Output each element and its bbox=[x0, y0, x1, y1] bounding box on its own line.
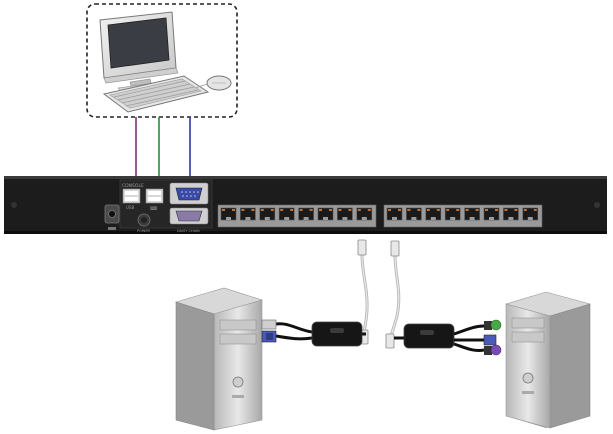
rj45-plug-icon bbox=[390, 240, 400, 257]
rj45-port[interactable] bbox=[464, 207, 480, 221]
mouse-icon bbox=[195, 75, 232, 91]
ps2-green-plug-icon bbox=[484, 319, 502, 331]
chassis-bottom-edge bbox=[4, 231, 607, 234]
kvm-adapter-right bbox=[394, 323, 455, 349]
port-number-label: 3 bbox=[490, 222, 493, 227]
rj45-port[interactable] bbox=[220, 207, 237, 221]
power-button[interactable] bbox=[137, 213, 151, 227]
console-panel-label: CONSOLE bbox=[122, 183, 144, 189]
port-strip-right bbox=[383, 204, 543, 228]
rj45-port[interactable] bbox=[386, 207, 403, 221]
ps2-plug-icon bbox=[261, 319, 277, 330]
vga-port[interactable] bbox=[169, 182, 209, 205]
kvm-adapter-left bbox=[311, 321, 366, 347]
adapter-cables-left bbox=[261, 319, 313, 343]
rack-screw-icon bbox=[11, 202, 17, 208]
daisy-chain-port[interactable] bbox=[169, 207, 209, 225]
port-number-label: 10 bbox=[342, 222, 348, 227]
port-number-label: 7 bbox=[413, 222, 416, 227]
computer-right bbox=[394, 291, 592, 429]
console-dashed-frame bbox=[86, 3, 238, 118]
rack-screw-icon bbox=[594, 202, 600, 208]
port-number-label: 8 bbox=[393, 222, 396, 227]
tower-pc-icon bbox=[504, 291, 592, 429]
rj45-port[interactable] bbox=[259, 207, 276, 221]
rj45-plug-icon bbox=[357, 239, 367, 256]
rj45-port[interactable] bbox=[444, 207, 461, 221]
power-button-label: POWER bbox=[137, 229, 151, 233]
usb-port-label: USB bbox=[126, 205, 134, 210]
rj45-port[interactable] bbox=[356, 207, 373, 221]
rj45-port[interactable] bbox=[317, 207, 334, 221]
port-number-label: 5 bbox=[451, 222, 454, 227]
keyboard-icon bbox=[102, 75, 210, 113]
port-number-label: 12 bbox=[304, 222, 310, 227]
rj45-plug-icon bbox=[385, 333, 395, 349]
keyboard-port-label: ⌨ bbox=[150, 206, 157, 212]
cat5-cable-right bbox=[385, 240, 401, 349]
usb-port[interactable] bbox=[122, 188, 141, 204]
port-number-label: 1 bbox=[529, 222, 532, 227]
console-station bbox=[86, 3, 238, 118]
vga-plug-icon bbox=[483, 334, 497, 346]
rj45-port[interactable] bbox=[240, 207, 256, 221]
rj45-port[interactable] bbox=[298, 207, 314, 221]
port-number-label: 11 bbox=[323, 222, 329, 227]
computer-left bbox=[174, 287, 366, 431]
adapter-cables-right bbox=[453, 319, 502, 356]
power-jack-icon bbox=[104, 204, 120, 230]
port-number-label: 13 bbox=[284, 222, 290, 227]
port-number-label: 16 bbox=[226, 222, 232, 227]
rj45-port[interactable] bbox=[337, 207, 353, 221]
port-strip-left bbox=[217, 204, 377, 228]
rj45-port[interactable] bbox=[522, 207, 539, 221]
rj45-port[interactable] bbox=[425, 207, 442, 221]
rj45-port[interactable] bbox=[406, 207, 422, 221]
chassis-top-edge bbox=[4, 176, 607, 179]
port-number-label: 9 bbox=[363, 222, 366, 227]
port-number-label: 15 bbox=[245, 222, 251, 227]
port-number-label: 4 bbox=[471, 222, 474, 227]
rj45-port[interactable] bbox=[503, 207, 519, 221]
usb-port[interactable] bbox=[145, 188, 164, 204]
rj45-port[interactable] bbox=[278, 207, 295, 221]
port-number-label: 6 bbox=[432, 222, 435, 227]
console-cables bbox=[135, 117, 191, 182]
daisy-chain-label: DAISY CHAIN bbox=[177, 229, 200, 233]
kvm-switch: CONSOLE USB ⌨ POWER bbox=[4, 176, 607, 234]
rj45-port[interactable] bbox=[483, 207, 500, 221]
tower-pc-icon bbox=[174, 287, 264, 431]
port-number-label: 14 bbox=[265, 222, 271, 227]
ps2-purple-plug-icon bbox=[484, 344, 502, 356]
port-number-label: 2 bbox=[510, 222, 513, 227]
